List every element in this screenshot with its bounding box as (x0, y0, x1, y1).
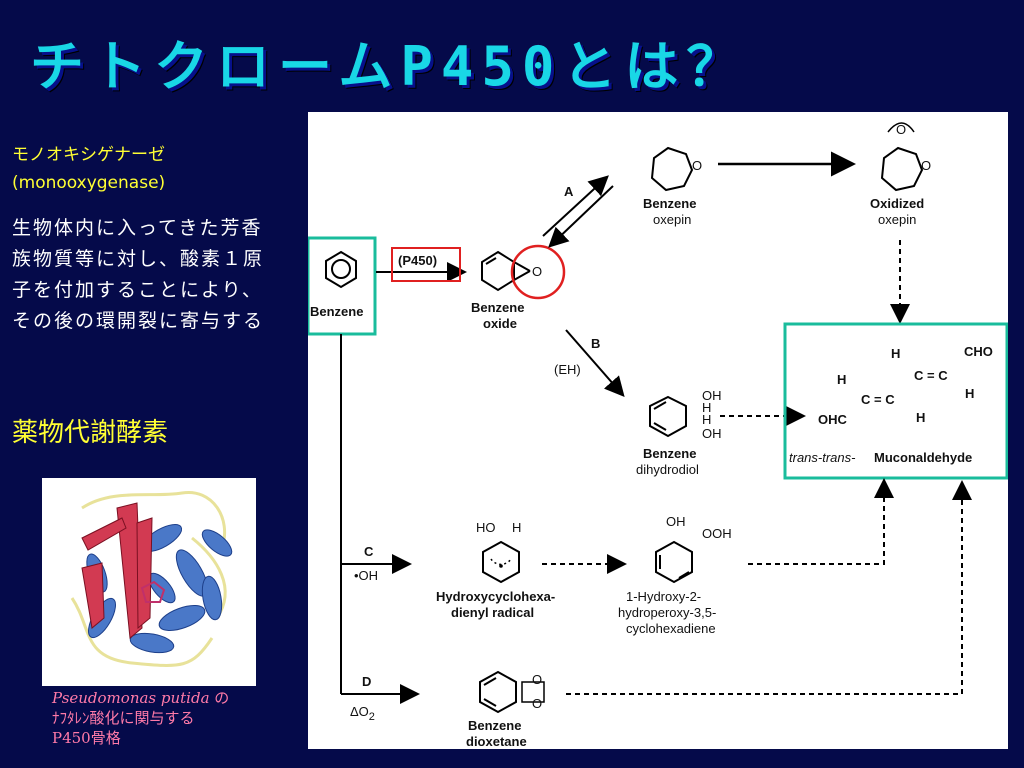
label-path-c-reagent: •OH (354, 568, 378, 583)
label-muconaldehyde-prefix: trans-trans- (789, 450, 856, 465)
label-benzene-oxepin-2: oxepin (653, 212, 691, 227)
hydroxycyclohexadienyl-radical-structure: HO H Hydroxycyclohexa- dienyl radical (436, 520, 555, 620)
svg-text:C = C: C = C (861, 392, 895, 407)
label-radical-2: dienyl radical (451, 605, 534, 620)
caption-species: Pseudomonas putida (52, 689, 210, 707)
label-oxidized-oxepin-2: oxepin (878, 212, 916, 227)
label-dihydrodiol-2: dihydrodiol (636, 462, 699, 477)
label-p450: (P450) (398, 253, 437, 268)
label-path-d-reagent-main: ΔO (350, 704, 369, 719)
label-hydroperoxy-2: hydroperoxy-3,5- (618, 605, 716, 620)
svg-text:O: O (692, 158, 702, 173)
label-muconaldehyde: Muconaldehyde (874, 450, 972, 465)
caption-line-3: P450骨格 (52, 729, 121, 747)
benzene-oxidation-diagram: Benzene (P450) O Benzene oxide A O Benze… (308, 112, 1008, 749)
svg-text:HO: HO (476, 520, 496, 535)
svg-text:CHO: CHO (964, 344, 993, 359)
label-path-a: A (564, 184, 574, 199)
label-path-b-enzyme: (EH) (554, 362, 581, 377)
benzene-dioxetane-structure: O O Benzene dioxetane (466, 670, 545, 749)
protein-structure-image (42, 478, 256, 686)
muconaldehyde-structure: H CHO H C = C C = C H OHC H trans-trans-… (783, 322, 1008, 480)
svg-text:O: O (532, 672, 542, 687)
keyword-monooxygenase-jp: モノオキシゲナーゼ (12, 145, 165, 165)
svg-text:C = C: C = C (914, 368, 948, 383)
label-path-d: D (362, 674, 371, 689)
svg-text:OH: OH (702, 426, 722, 441)
svg-text:OOH: OOH (702, 526, 732, 541)
svg-text:H: H (702, 412, 711, 427)
svg-text:H: H (512, 520, 521, 535)
protein-caption: Pseudomonas putida の ﾅﾌﾀﾚﾝ酸化に関与する P450骨格 (52, 688, 229, 748)
svg-text:OH: OH (702, 388, 722, 403)
svg-text:H: H (916, 410, 925, 425)
svg-text:O: O (532, 696, 542, 711)
svg-text:O: O (921, 158, 931, 173)
benzene-dihydrodiol-structure: OH H H OH Benzene dihydrodiol (636, 388, 722, 477)
label-benzene-oxide-2: oxide (483, 316, 517, 331)
svg-text:H: H (702, 400, 711, 415)
svg-text:H: H (965, 386, 974, 401)
label-hydroperoxy-3: cyclohexadiene (626, 621, 716, 636)
label-path-d-reagent-sub: 2 (369, 711, 375, 723)
keyword-monooxygenase-en: (monooxygenase) (12, 173, 166, 193)
svg-text:OHC: OHC (818, 412, 848, 427)
svg-text:H: H (837, 372, 846, 387)
label-benzene-oxide-1: Benzene (471, 300, 524, 315)
label-path-c: C (364, 544, 374, 559)
svg-text:OH: OH (666, 514, 686, 529)
benzene-oxepin-structure: O Benzene oxepin (643, 146, 702, 227)
label-path-b: B (591, 336, 600, 351)
oxidized-oxepin-structure: O O Oxidized oxepin (870, 122, 931, 227)
label-hydroperoxy-1: 1-Hydroxy-2- (626, 589, 701, 604)
label-dihydrodiol-1: Benzene (643, 446, 696, 461)
label-benzene-oxepin-1: Benzene (643, 196, 696, 211)
label-radical-1: Hydroxycyclohexa- (436, 589, 555, 604)
svg-text:O: O (532, 264, 542, 279)
benzene-oxide-structure: O Benzene oxide (471, 244, 566, 331)
label-oxidized-oxepin-1: Oxidized (870, 196, 924, 211)
caption-line-2: ﾅﾌﾀﾚﾝ酸化に関与する (52, 709, 195, 727)
keyword-drug-metabolism: 薬物代謝酵素 (12, 418, 169, 448)
benzene-structure: Benzene (308, 236, 377, 336)
slide-title: チトクロームP450とは？ (30, 35, 749, 98)
label-dioxetane-2: dioxetane (466, 734, 527, 749)
caption-line-1: の (209, 689, 230, 707)
label-dioxetane-1: Benzene (468, 718, 521, 733)
svg-text:H: H (891, 346, 900, 361)
label-benzene: Benzene (310, 304, 363, 319)
description-text: 生物体内に入ってきた芳香族物質等に対し、酸素１原子を付加することにより、その後の… (12, 217, 265, 332)
hydroperoxy-cyclohexadiene-structure: OH OOH 1-Hydroxy-2- hydroperoxy-3,5- cyc… (618, 514, 732, 636)
label-path-d-reagent: ΔO2 (350, 704, 375, 723)
svg-text:O: O (896, 122, 906, 137)
